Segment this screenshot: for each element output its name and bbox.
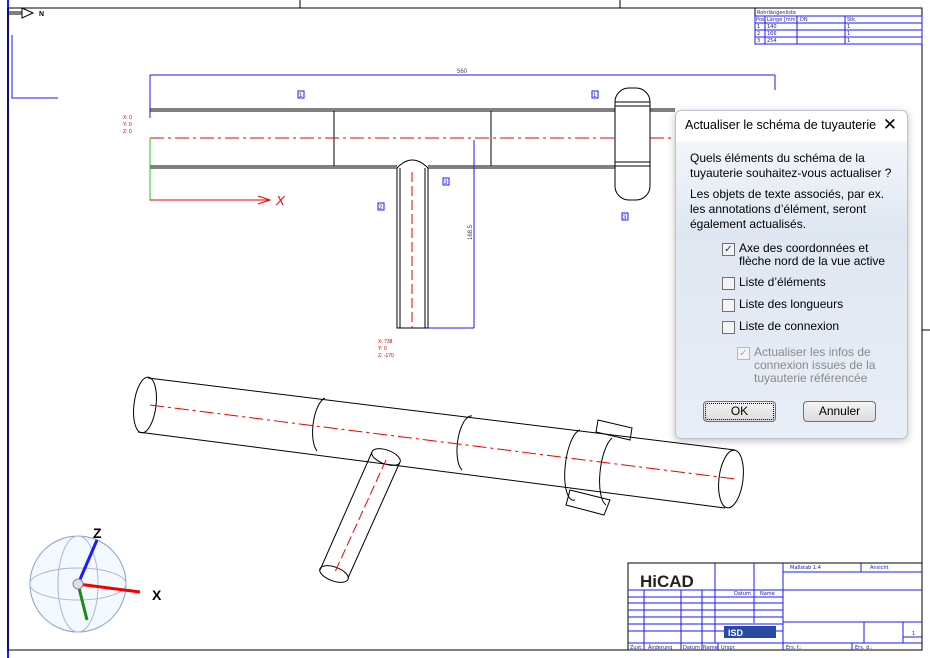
svg-text:3: 3 [444,180,448,186]
checkbox-disabled: ✓ [737,347,750,360]
option-update-connection-info: ✓ Actualiser les infos de connexion issue… [737,346,899,385]
checkbox[interactable] [722,299,735,312]
checkbox[interactable] [722,321,735,334]
svg-text:1: 1 [847,24,850,30]
dialog-header: Actualiser le schéma de tuyauterie ✕ [676,111,907,141]
option-label: Axe des coordonnées et flèche nord de la… [739,241,886,268]
svg-text:Ers. f.:: Ers. f.: [786,645,802,651]
svg-text:Y: 0: Y: 0 [123,122,132,128]
svg-text:Urspr.: Urspr. [721,645,736,651]
isometric-view[interactable] [131,376,747,586]
svg-text:1: 1 [593,93,597,99]
svg-text:X: 0: X: 0 [123,115,132,121]
option-length-list[interactable]: Liste des longueurs [722,298,899,312]
svg-text:N: N [39,11,44,18]
svg-text:166: 166 [767,31,777,37]
svg-text:Ers. d.:: Ers. d.: [855,645,873,651]
option-element-list[interactable]: Liste d’éléments [722,276,899,290]
hicad-logo: HiCAD [640,572,694,591]
svg-text:2: 2 [379,205,383,211]
dim-branch: 168.5 [468,224,474,240]
checkbox[interactable] [722,277,735,290]
svg-text:140: 140 [767,24,777,30]
triad-z-label: Z [93,525,102,541]
svg-text:DN: DN [800,17,808,23]
title-block: HiCAD ISD Maßstab 1:4 Ansicht Datum Name… [627,562,923,651]
north-arrow-icon: N [9,7,44,19]
svg-text:254: 254 [767,38,777,44]
svg-text:Datum: Datum [734,591,751,597]
dim-length: 560 [457,69,468,75]
update-piping-dialog: Actualiser le schéma de tuyauterie ✕ Que… [675,110,908,439]
annotation-tags: 1 1 2 3 3 [297,90,629,221]
svg-text:Name: Name [703,645,718,651]
branch-coordinates: X: 738 Y: 0 Z: -170 [378,339,394,359]
svg-text:Maßstab 1:4: Maßstab 1:4 [790,565,821,571]
ok-button[interactable]: OK [703,401,776,422]
svg-text:Y: 0: Y: 0 [378,346,387,352]
svg-text:Pos.: Pos. [756,17,767,23]
option-axes-north-arrow[interactable]: ✓ Axe des coordonnées et flèche nord de l… [722,242,899,268]
drawing-border [7,7,923,651]
svg-text:3: 3 [623,215,627,221]
pipe-length-table [754,8,923,45]
svg-text:X: 738: X: 738 [378,339,393,345]
cancel-button[interactable]: Annuler [803,401,876,422]
dialog-info: Les objets de texte associés, par ex. le… [690,187,885,231]
option-label: Liste d’éléments [739,275,826,289]
dialog-buttons: OK Annuler [703,401,876,422]
view-cube-triad[interactable]: Z X [29,525,162,633]
checkbox-checked[interactable]: ✓ [722,243,735,256]
origin-coordinates: X: 0 Y: 0 Z: 0 [123,115,132,135]
svg-text:Z: 0: Z: 0 [123,129,132,135]
svg-text:3: 3 [757,38,760,44]
svg-text:1: 1 [847,31,850,37]
svg-text:Ansicht: Ansicht [870,565,889,571]
svg-text:1: 1 [912,631,915,637]
svg-text:Rohrlängenliste: Rohrlängenliste [757,10,796,16]
svg-text:Name: Name [760,591,775,597]
axis-x-label: X [275,193,286,208]
svg-text:Datum: Datum [683,645,700,651]
svg-text:1: 1 [757,24,760,30]
top-view[interactable]: 560 168.5 X 1 1 2 3 3 X: 0 Y: 0 Z: 0 X: … [123,69,776,359]
svg-text:1: 1 [847,38,850,44]
dialog-question: Quels éléments du schéma de la tuyauteri… [690,151,892,180]
svg-text:1: 1 [299,93,303,99]
option-connection-list[interactable]: Liste de connexion [722,320,899,334]
svg-text:Länge [mm]: Länge [mm] [767,17,798,23]
isd-logo: ISD [728,628,744,638]
svg-text:Änderung: Änderung [648,644,672,651]
triad-x-label: X [152,587,162,603]
svg-text:Stk.: Stk. [847,17,857,23]
option-label: Liste de connexion [739,319,840,333]
svg-text:Z: -170: Z: -170 [378,353,394,359]
dialog-title: Actualiser le schéma de tuyauterie [685,118,877,132]
option-label: Liste des longueurs [739,297,844,311]
pipe-length-table-text: Rohrlängenliste Pos.Länge [mm]DN Stk. 1 14… [756,10,857,44]
dialog-options: ✓ Axe des coordonnées et flèche nord de l… [676,242,907,385]
close-icon[interactable]: ✕ [882,115,897,134]
svg-text:2: 2 [757,31,760,37]
svg-text:Zust.: Zust. [630,645,643,651]
option-label: Actualiser les infos de connexion issues… [754,345,876,385]
view-axes-icon [11,35,58,99]
